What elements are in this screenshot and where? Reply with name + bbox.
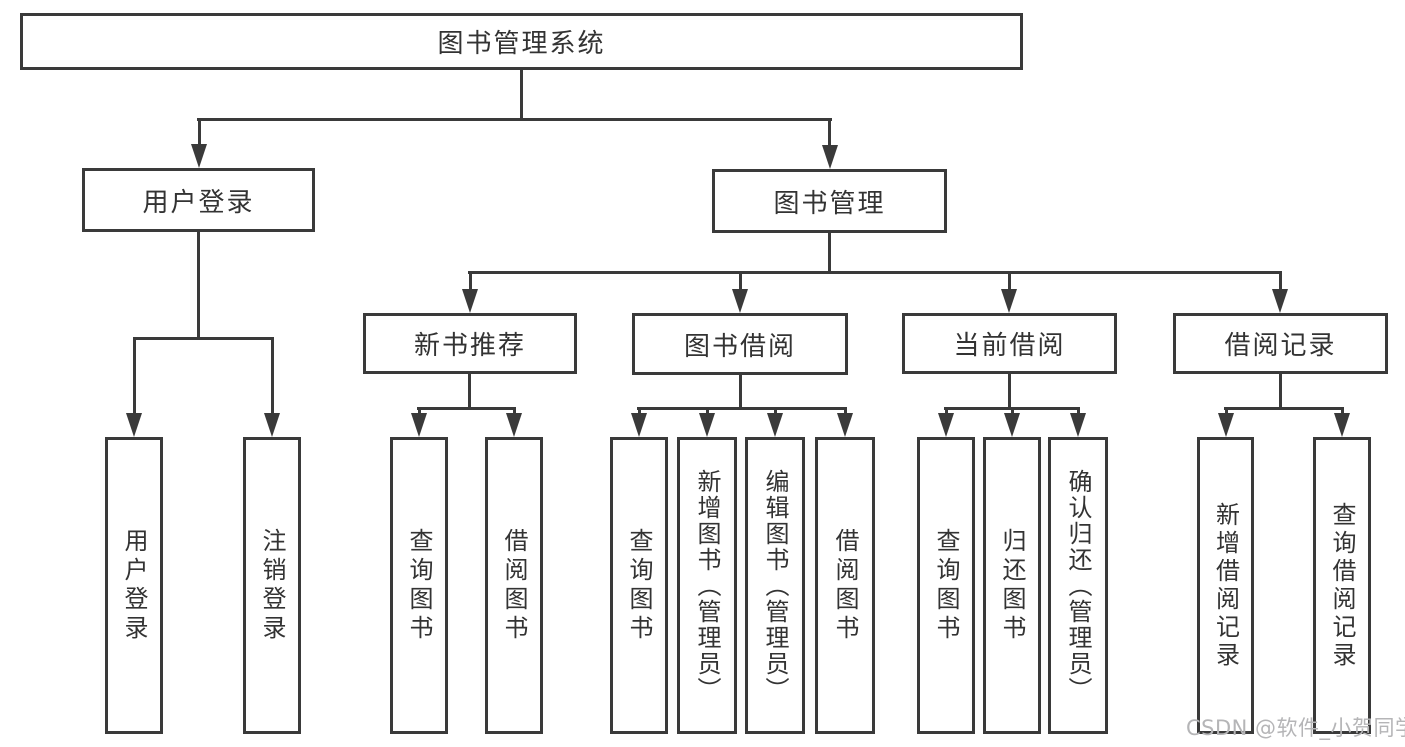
connector-to-user-login bbox=[198, 118, 201, 144]
connector-nbr-bus bbox=[417, 407, 516, 410]
node-book-management: 图书管理 bbox=[712, 169, 947, 233]
arrow-head-icon bbox=[411, 413, 427, 437]
leaf-nbr-query-books: 查询图书 bbox=[390, 437, 448, 734]
arrow-head-icon bbox=[506, 413, 522, 437]
node-new-book-recommend: 新书推荐 bbox=[363, 313, 577, 374]
node-borrowing-records: 借阅记录 bbox=[1173, 313, 1388, 374]
arrow-head-icon bbox=[191, 144, 207, 168]
leaf-br-add-record: 新增借阅记录 bbox=[1197, 437, 1254, 734]
connector-book-mgmt-bus bbox=[468, 271, 1282, 274]
leaf-br-query-record: 查询借阅记录 bbox=[1313, 437, 1371, 734]
leaf-user-login: 用户登录 bbox=[105, 437, 163, 734]
leaf-logout: 注销登录 bbox=[243, 437, 301, 734]
node-user-login: 用户登录 bbox=[82, 168, 315, 232]
connector-to-leaf-logout bbox=[271, 337, 274, 413]
connector-to-nbr-query bbox=[418, 407, 421, 413]
connector-to-bb-edit bbox=[774, 407, 777, 413]
csdn-watermark: CSDN @软件_小贺同学 bbox=[1186, 716, 1405, 740]
arrow-head-icon bbox=[938, 413, 954, 437]
leaf-nbr-borrow-books: 借阅图书 bbox=[485, 437, 543, 734]
arrow-head-icon bbox=[1218, 413, 1234, 437]
arrow-head-icon bbox=[126, 413, 142, 437]
arrow-head-icon bbox=[837, 413, 853, 437]
connector-to-book-mgmt bbox=[828, 118, 831, 145]
connector-to-br-query bbox=[1341, 407, 1344, 413]
connector-root-bus bbox=[197, 118, 832, 121]
connector-to-new-book-rec bbox=[469, 271, 472, 289]
arrow-head-icon bbox=[631, 413, 647, 437]
connector-bb-stem bbox=[739, 375, 742, 407]
arrow-head-icon bbox=[822, 145, 838, 169]
connector-to-leaf-login bbox=[133, 337, 136, 413]
arrow-head-icon bbox=[1070, 413, 1086, 437]
arrow-head-icon bbox=[462, 289, 478, 313]
connector-br-bus bbox=[1224, 407, 1344, 410]
connector-to-br-add bbox=[1225, 407, 1228, 413]
arrow-head-icon bbox=[1334, 413, 1350, 437]
arrow-head-icon bbox=[1004, 413, 1020, 437]
connector-br-stem bbox=[1279, 374, 1282, 407]
leaf-bb-edit-books-admin: 编辑图书（管理员） bbox=[745, 437, 805, 734]
connector-book-mgmt-stem bbox=[828, 233, 831, 271]
arrow-head-icon bbox=[1272, 289, 1288, 313]
connector-user-login-bus bbox=[133, 337, 274, 340]
node-book-borrowing: 图书借阅 bbox=[632, 313, 848, 375]
arrow-head-icon bbox=[767, 413, 783, 437]
node-library-management-system: 图书管理系统 bbox=[20, 13, 1023, 70]
connector-to-bb-add bbox=[706, 407, 709, 413]
leaf-cb-confirm-return-admin: 确认归还（管理员） bbox=[1048, 437, 1108, 734]
arrow-head-icon bbox=[699, 413, 715, 437]
leaf-bb-borrow-books: 借阅图书 bbox=[815, 437, 875, 734]
leaf-bb-query-books: 查询图书 bbox=[610, 437, 668, 734]
connector-to-nbr-borrow bbox=[513, 407, 516, 413]
connector-cb-stem bbox=[1008, 374, 1011, 407]
arrow-head-icon bbox=[1001, 289, 1017, 313]
connector-to-current-borrow bbox=[1008, 271, 1011, 289]
connector-to-cb-return bbox=[1011, 407, 1014, 413]
connector-root-stem bbox=[520, 70, 523, 118]
connector-nbr-stem bbox=[468, 374, 471, 407]
connector-to-cb-query bbox=[945, 407, 948, 413]
arrow-head-icon bbox=[264, 413, 280, 437]
connector-user-login-stem bbox=[197, 232, 200, 337]
connector-to-book-borrow bbox=[739, 271, 742, 289]
connector-to-borrow-record bbox=[1279, 271, 1282, 289]
leaf-cb-return-books: 归还图书 bbox=[983, 437, 1041, 734]
node-current-borrowing: 当前借阅 bbox=[902, 313, 1117, 374]
leaf-bb-add-books-admin: 新增图书（管理员） bbox=[677, 437, 737, 734]
arrow-head-icon bbox=[732, 289, 748, 313]
connector-to-bb-query bbox=[638, 407, 641, 413]
connector-to-cb-confirm bbox=[1077, 407, 1080, 413]
connector-bb-bus bbox=[637, 407, 847, 410]
leaf-cb-query-books: 查询图书 bbox=[917, 437, 975, 734]
connector-to-bb-borrow bbox=[844, 407, 847, 413]
